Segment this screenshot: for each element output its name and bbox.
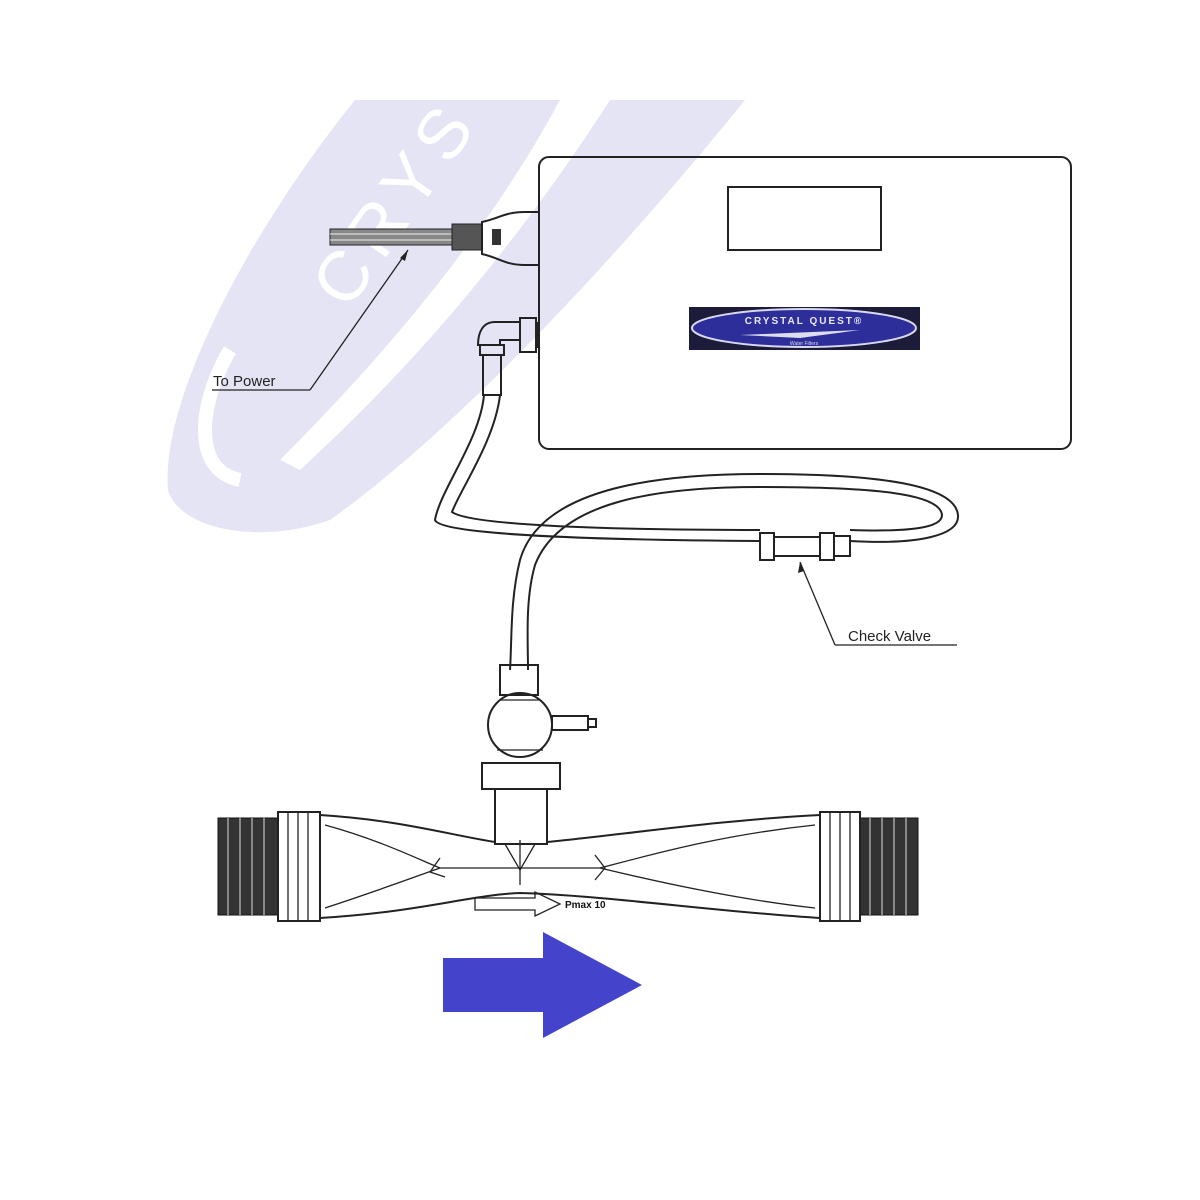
flow-marker-arrow [474, 890, 562, 918]
crystal-quest-logo: CRYSTAL QUEST® Water Filters [689, 307, 920, 350]
elbow-fitting [476, 317, 540, 396]
check-valve-label: Check Valve [848, 628, 931, 645]
power-leader-line [309, 249, 409, 391]
tubing [433, 394, 960, 671]
power-cord [329, 211, 540, 266]
to-power-label: To Power [213, 373, 276, 390]
svg-text:Water Filters: Water Filters [790, 341, 819, 347]
svg-text:CRYSTAL QUEST®: CRYSTAL QUEST® [745, 316, 864, 327]
controller-box [538, 156, 1072, 450]
flow-direction-arrow [443, 932, 642, 1038]
venturi-pipe: Pmax 10 [217, 811, 919, 922]
pmax-label: Pmax 10 [565, 900, 606, 911]
watermark: CRYS [167, 84, 746, 533]
display-window [727, 186, 882, 251]
injection-valve [481, 664, 597, 885]
check-valve [759, 532, 851, 561]
